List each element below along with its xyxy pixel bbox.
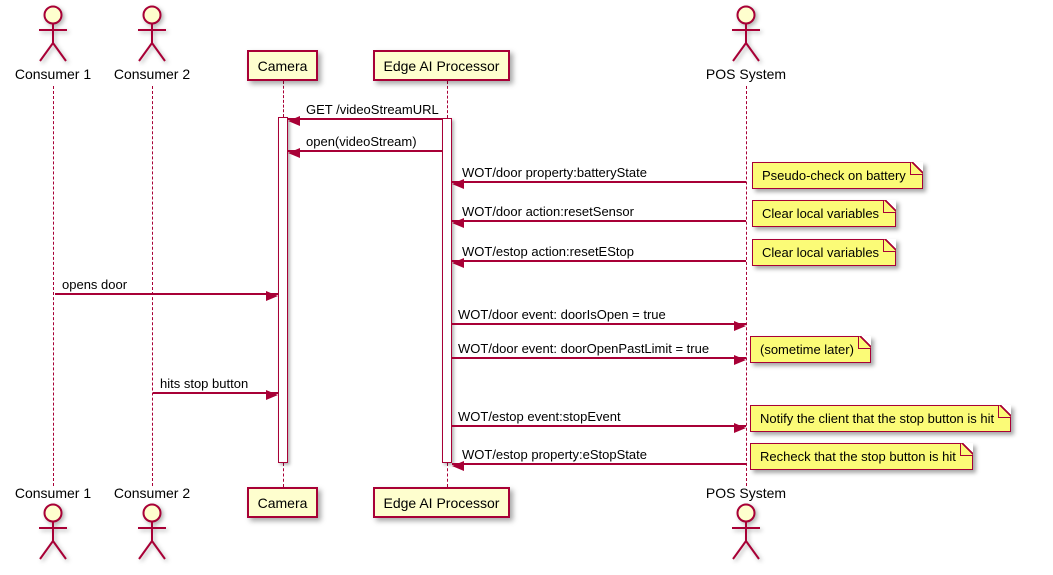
message-door-event-doorisopen: WOT/door event: doorIsOpen = true <box>452 307 746 331</box>
actor-pos-system-bottom: POS System <box>689 485 803 564</box>
participant-edge-ai-bottom: Edge AI Processor <box>373 487 510 518</box>
message-label: WOT/door event: doorIsOpen = true <box>458 307 666 322</box>
lifeline-edge-ai-top <box>447 81 448 118</box>
message-label: GET /videoStreamURL <box>306 102 439 117</box>
participant-label: Camera <box>257 494 308 511</box>
stick-figure-icon <box>732 5 760 62</box>
actor-consumer2-bottom: Consumer 2 <box>95 485 209 564</box>
message-label: WOT/door event: doorOpenPastLimit = true <box>458 341 710 356</box>
arrowhead-left-icon <box>288 116 300 126</box>
actor-consumer1-top: Consumer 1 <box>0 4 110 83</box>
lifeline-camera-top <box>283 81 284 117</box>
stick-figure-icon <box>732 503 760 560</box>
note-text: Notify the client that the stop button i… <box>760 411 995 426</box>
note-fold-icon <box>883 239 897 252</box>
note-fold-icon <box>959 443 973 456</box>
note-recheck-stop-button: Recheck that the stop button is hit <box>750 443 973 470</box>
lifeline-edge-ai-bottom <box>447 463 448 487</box>
arrowhead-left-icon <box>452 218 464 228</box>
participant-label: Edge AI Processor <box>383 57 500 74</box>
note-fold-icon <box>998 405 1012 418</box>
message-label: WOT/door action:resetSensor <box>462 204 634 219</box>
note-text: (sometime later) <box>760 342 854 357</box>
actor-pos-system-top: POS System <box>689 4 803 83</box>
actor-label: Consumer 1 <box>14 485 92 501</box>
message-estop-property-estopstate: WOT/estop property:eStopState <box>452 447 746 471</box>
note-text: Pseudo-check on battery <box>762 168 906 183</box>
message-label: WOT/estop action:resetEStop <box>462 244 634 259</box>
stick-figure-icon <box>138 5 166 62</box>
arrowhead-left-icon <box>288 148 300 158</box>
arrowhead-right-icon <box>734 423 746 433</box>
participant-label: Camera <box>257 57 308 74</box>
actor-consumer1-bottom: Consumer 1 <box>0 485 110 564</box>
message-label: WOT/estop event:stopEvent <box>458 409 621 424</box>
note-text: Clear local variables <box>762 206 880 221</box>
note-clear-local-variables-2: Clear local variables <box>752 239 897 266</box>
actor-label: POS System <box>705 485 787 501</box>
message-door-event-dooropenpastlimit: WOT/door event: doorOpenPastLimit = true <box>452 341 746 365</box>
participant-label: Edge AI Processor <box>383 494 500 511</box>
note-text: Recheck that the stop button is hit <box>760 449 956 464</box>
arrowhead-right-icon <box>266 390 278 400</box>
lifeline-pos-system <box>746 86 747 486</box>
actor-label: Consumer 1 <box>14 66 92 82</box>
message-estop-event-stopevent: WOT/estop event:stopEvent <box>452 409 746 433</box>
note-pseudo-check-battery: Pseudo-check on battery <box>752 162 923 189</box>
message-label: hits stop button <box>160 376 249 391</box>
arrowhead-right-icon <box>734 321 746 331</box>
message-get-videostreamurl: GET /videoStreamURL <box>288 102 443 126</box>
note-notify-client-stop-button: Notify the client that the stop button i… <box>750 405 1012 432</box>
note-fold-icon <box>883 200 897 213</box>
actor-label: POS System <box>705 66 787 82</box>
note-fold-icon <box>857 336 871 349</box>
lifeline-consumer2 <box>152 86 153 486</box>
message-label: WOT/estop property:eStopState <box>462 447 647 462</box>
message-hits-stop-button: hits stop button <box>153 376 278 400</box>
activation-bar-edge-ai <box>442 118 452 463</box>
activation-bar-camera <box>278 117 288 463</box>
note-clear-local-variables-1: Clear local variables <box>752 200 897 227</box>
arrowhead-left-icon <box>452 461 464 471</box>
actor-label: Consumer 2 <box>113 485 191 501</box>
message-label: WOT/door property:batteryState <box>462 165 647 180</box>
arrowhead-left-icon <box>452 258 464 268</box>
arrowhead-right-icon <box>266 291 278 301</box>
participant-camera-bottom: Camera <box>247 487 318 518</box>
actor-label: Consumer 2 <box>113 66 191 82</box>
arrowhead-left-icon <box>452 179 464 189</box>
message-open-videostream: open(videoStream) <box>288 134 443 158</box>
note-fold-icon <box>909 162 923 175</box>
arrowhead-right-icon <box>734 355 746 365</box>
message-door-action-resetsensor: WOT/door action:resetSensor <box>452 204 746 228</box>
stick-figure-icon <box>39 5 67 62</box>
stick-figure-icon <box>138 503 166 560</box>
message-label: open(videoStream) <box>306 134 417 149</box>
participant-camera-top: Camera <box>247 50 318 81</box>
lifeline-consumer1 <box>53 86 54 486</box>
actor-consumer2-top: Consumer 2 <box>95 4 209 83</box>
participant-edge-ai-top: Edge AI Processor <box>373 50 510 81</box>
note-sometime-later: (sometime later) <box>750 336 871 363</box>
message-label: opens door <box>62 277 128 292</box>
stick-figure-icon <box>39 503 67 560</box>
message-estop-action-resetestop: WOT/estop action:resetEStop <box>452 244 746 268</box>
message-opens-door: opens door <box>55 277 278 301</box>
lifeline-camera-bottom <box>283 463 284 487</box>
message-door-property-batterystate: WOT/door property:batteryState <box>452 165 746 189</box>
note-text: Clear local variables <box>762 245 880 260</box>
